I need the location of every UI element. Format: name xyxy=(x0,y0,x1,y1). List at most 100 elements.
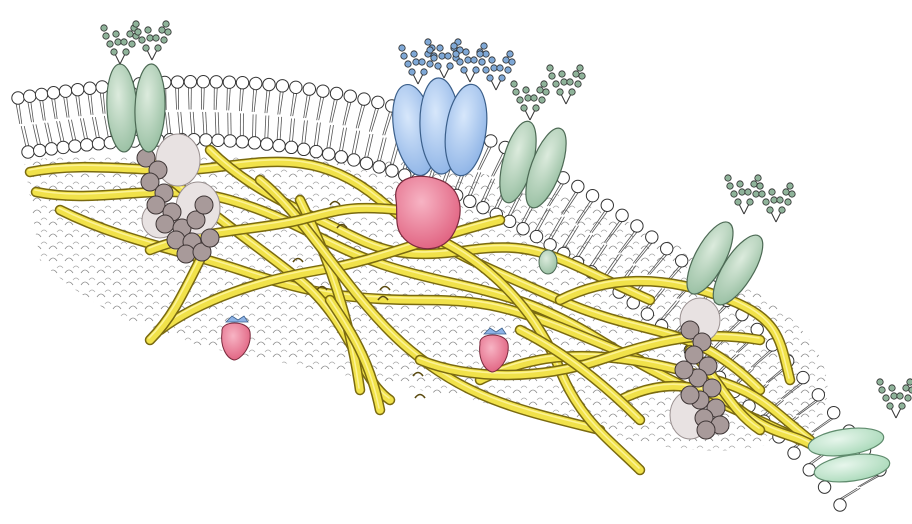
sugar-unit xyxy=(531,95,537,101)
actin-bead xyxy=(201,229,219,247)
sugar-unit xyxy=(439,53,445,59)
lipid-head xyxy=(530,230,542,242)
lipid-head xyxy=(34,144,46,156)
sugar-unit xyxy=(477,51,483,57)
lipid-head xyxy=(477,201,489,213)
lipid-head xyxy=(373,161,385,173)
lipid-head xyxy=(261,138,273,150)
lipid-head xyxy=(22,146,34,158)
lipid-head xyxy=(171,76,183,88)
lipid-tail xyxy=(79,95,81,116)
sugar-unit xyxy=(107,41,113,47)
sugar-unit xyxy=(553,81,559,87)
oligosaccharide-chain xyxy=(547,65,585,104)
sugar-unit xyxy=(549,73,555,79)
lipid-head xyxy=(57,141,69,153)
lipid-head xyxy=(517,223,529,235)
lipid-tail xyxy=(380,138,386,162)
lipid-tail xyxy=(377,138,383,162)
sugar-unit xyxy=(539,97,545,103)
actin-bead xyxy=(697,421,715,439)
lipid-tail xyxy=(204,87,205,110)
lipid-tail xyxy=(302,120,305,144)
lipid-head xyxy=(803,464,815,476)
sugar-unit xyxy=(401,53,407,59)
lipid-tail xyxy=(304,94,308,118)
sugar-unit xyxy=(785,199,791,205)
sugar-unit xyxy=(419,59,425,65)
sugar-unit xyxy=(437,45,443,51)
lipid-head xyxy=(317,85,329,97)
sugar-unit xyxy=(155,45,161,51)
lipid-head xyxy=(335,151,347,163)
sugar-unit xyxy=(755,175,761,181)
lipid-tail xyxy=(292,119,294,143)
sugar-unit xyxy=(509,59,515,65)
sugar-unit xyxy=(399,45,405,51)
sugar-unit xyxy=(887,403,893,409)
lipid-tail xyxy=(289,119,291,143)
sugar-unit xyxy=(465,57,471,63)
lipid-tail xyxy=(215,112,216,135)
lipid-tail xyxy=(100,92,103,114)
lipid-head xyxy=(358,93,370,105)
sugar-unit xyxy=(425,39,431,45)
lipid-tail xyxy=(91,93,93,115)
lipid-tail xyxy=(841,488,860,500)
actin-bead xyxy=(675,361,693,379)
sugar-unit xyxy=(405,61,411,67)
sugar-unit xyxy=(115,39,121,45)
lipid-tail xyxy=(218,112,219,135)
lipid-tail xyxy=(176,87,177,110)
sugar-unit xyxy=(763,199,769,205)
sugar-unit xyxy=(907,379,912,385)
sugar-unit xyxy=(479,59,485,65)
lipid-head xyxy=(197,75,209,87)
oligosaccharide-chain xyxy=(133,21,171,60)
sugar-unit xyxy=(577,65,583,71)
lipid-head xyxy=(330,87,342,99)
sugar-unit xyxy=(877,379,883,385)
sugar-unit xyxy=(575,81,581,87)
lipid-head xyxy=(223,76,235,88)
sugar-unit xyxy=(727,183,733,189)
sugar-unit xyxy=(101,25,107,31)
lipid-tail xyxy=(355,131,360,155)
actin-bead xyxy=(147,196,165,214)
lipid-head xyxy=(818,481,830,493)
sugar-unit xyxy=(111,49,117,55)
lipid-tail xyxy=(330,99,335,123)
lipid-head xyxy=(601,199,613,211)
sugar-unit xyxy=(789,191,795,197)
sugar-unit xyxy=(557,89,563,95)
sugar-unit xyxy=(561,79,567,85)
lipid-head xyxy=(586,189,598,201)
oligosaccharide-chain xyxy=(877,379,912,418)
lipid-tail xyxy=(265,90,267,114)
spectrin-link xyxy=(415,395,425,399)
sugar-unit xyxy=(759,191,765,197)
lipid-tail xyxy=(76,95,79,116)
lipid-head xyxy=(84,82,96,94)
sugar-unit xyxy=(409,69,415,75)
actin-bead xyxy=(156,215,174,233)
sugar-unit xyxy=(757,183,763,189)
oligosaccharide-chain xyxy=(477,51,515,90)
sugar-unit xyxy=(129,41,135,47)
sugar-unit xyxy=(525,95,531,101)
lipid-tail xyxy=(103,92,105,114)
sugar-unit xyxy=(745,189,751,195)
lipid-head xyxy=(47,87,59,99)
lipid-tail xyxy=(280,117,282,141)
lipid-tail xyxy=(314,123,317,147)
sugar-unit xyxy=(777,197,783,203)
sugar-unit xyxy=(473,67,479,73)
lipid-head xyxy=(248,137,260,149)
oligosaccharide-chain xyxy=(101,25,139,64)
sugar-unit xyxy=(499,75,505,81)
lipid-head xyxy=(81,139,93,151)
lipid-tail xyxy=(367,134,372,158)
sugar-unit xyxy=(127,31,133,37)
sugar-unit xyxy=(163,21,169,27)
